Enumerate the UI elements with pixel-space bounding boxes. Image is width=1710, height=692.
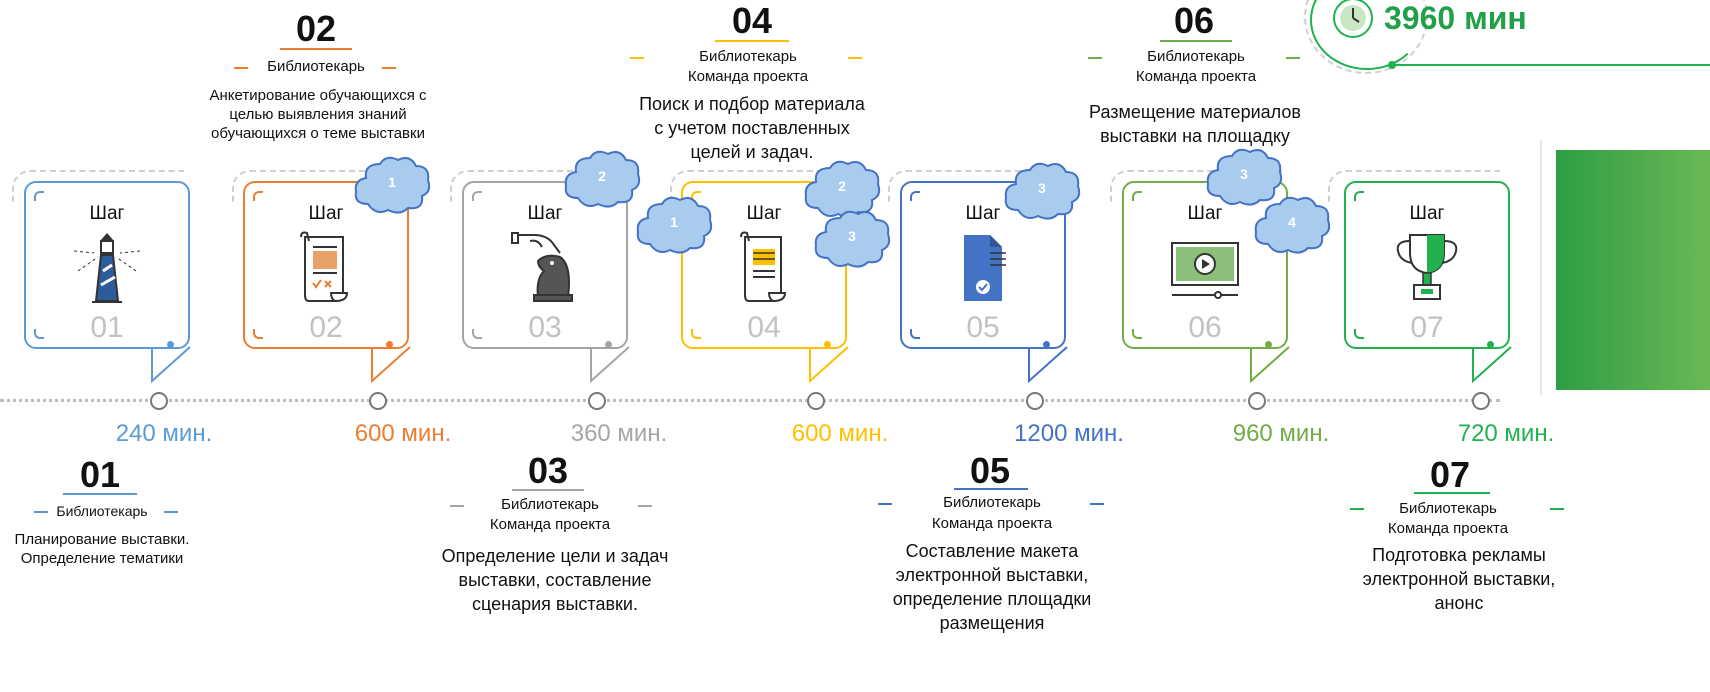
timeline-line <box>0 399 1500 402</box>
card-bg-frame-03 <box>450 170 622 202</box>
step-heading-05: 05 <box>969 450 1011 491</box>
step-card-01: Шаг 01 <box>24 181 190 349</box>
step-role-06b: Команда проекта <box>1135 68 1257 85</box>
total-duration: 3960 мин <box>1384 0 1527 36</box>
cloud-badge-3b: 3 <box>1002 158 1082 222</box>
video-player-icon <box>1168 231 1242 305</box>
step-role-07a: Библиотекарь <box>1399 500 1497 517</box>
step-heading-07: 07 <box>1429 454 1471 495</box>
chess-knight-hand-icon <box>508 231 582 305</box>
step-role-03a: Библиотекарь <box>501 496 599 513</box>
card-bg-frame-05 <box>888 170 1060 202</box>
step-role-05b: Команда проекта <box>931 515 1053 532</box>
step-label: Шаг <box>89 203 125 224</box>
step-number: 01 <box>90 311 124 344</box>
step-number: 07 <box>1410 311 1444 344</box>
timeline-marker-07 <box>1472 392 1490 410</box>
step-heading-02: 02 <box>295 8 337 49</box>
step-tail-06 <box>1250 346 1290 384</box>
step-tail-01 <box>151 346 191 384</box>
cloud-badge-2b: 2 <box>802 156 882 220</box>
step-role-01: Библиотекарь <box>56 503 148 519</box>
step-label: Шаг <box>1409 203 1445 224</box>
timeline-marker-04 <box>807 392 825 410</box>
timeline-marker-06 <box>1248 392 1266 410</box>
step-description-05: Составление макета электронной выставки,… <box>892 541 1092 633</box>
timeline-marker-02 <box>369 392 387 410</box>
step-role-04a: Библиотекарь <box>699 48 797 65</box>
step-role-07b: Команда проекта <box>1387 520 1509 537</box>
step-heading-06: 06 <box>1173 0 1215 41</box>
step-description-06: Размещение материалов выставки на площад… <box>1089 102 1301 146</box>
step-tail-07 <box>1472 346 1512 384</box>
step-tail-04 <box>809 346 849 384</box>
step-tail-02 <box>371 346 411 384</box>
step-tail-05 <box>1028 346 1068 384</box>
approved-document-icon <box>946 231 1020 305</box>
cloud-badge-3c: 3 <box>1204 144 1284 208</box>
card-bg-frame-01 <box>12 170 184 202</box>
clock-icon <box>1330 0 1376 40</box>
total-underline-dot <box>1388 61 1396 69</box>
step-description-03: Определение цели и задач выставки, соста… <box>441 546 669 614</box>
step-card-03: Шаг 03 <box>462 181 628 349</box>
step-label: Шаг <box>746 203 782 224</box>
step-number: 02 <box>309 311 343 344</box>
document-list-icon <box>727 231 801 305</box>
card-bg-frame-07 <box>1328 170 1500 202</box>
step-description-01: Планирование выставки. Определение темат… <box>14 531 190 567</box>
step-role-06a: Библиотекарь <box>1147 48 1245 65</box>
cloud-badge-4: 4 <box>1252 192 1332 256</box>
duration-07: 720 мин. <box>1457 420 1555 447</box>
timeline-marker-01 <box>150 392 168 410</box>
step-role-02: Библиотекарь <box>267 58 365 75</box>
step-description-04: Поиск и подбор материала с учетом постав… <box>639 94 865 162</box>
total-underline <box>1392 64 1710 66</box>
step-role-05a: Библиотекарь <box>943 494 1041 511</box>
timeline-marker-03 <box>588 392 606 410</box>
cloud-badge-1: 1 <box>352 152 432 216</box>
duration-01: 240 мин. <box>115 420 213 447</box>
step-label: Шаг <box>965 203 1001 224</box>
card-bg-frame-04 <box>670 170 842 202</box>
cloud-badge-3: 3 <box>812 206 892 270</box>
duration-03: 360 мин. <box>570 420 668 447</box>
step-number: 06 <box>1188 311 1222 344</box>
side-panel <box>1556 150 1710 390</box>
step-label: Шаг <box>527 203 563 224</box>
step-tail-03 <box>590 346 630 384</box>
side-panel-frame <box>1540 140 1562 395</box>
lighthouse-icon <box>70 231 144 305</box>
step-heading-01: 01 <box>79 454 121 495</box>
step-role-04b: Команда проекта <box>687 68 809 85</box>
step-number: 04 <box>747 311 781 344</box>
step-number: 05 <box>966 311 1000 344</box>
card-bg-frame-06 <box>1110 170 1282 202</box>
duration-04: 600 мин. <box>791 420 889 447</box>
duration-02: 600 мин. <box>354 420 452 447</box>
step-card-07: Шаг 07 <box>1344 181 1510 349</box>
step-heading-03: 03 <box>527 450 569 491</box>
document-checklist-icon <box>289 231 363 305</box>
cloud-badge-1b: 1 <box>634 192 714 256</box>
card-bg-frame-02 <box>232 170 404 202</box>
step-description-02: Анкетирование обучающихся с целью выявле… <box>209 87 427 142</box>
step-label: Шаг <box>1187 203 1223 224</box>
trophy-icon <box>1390 231 1464 305</box>
duration-06: 960 мин. <box>1232 420 1330 447</box>
step-description-07: Подготовка рекламы электронной выставки,… <box>1362 545 1556 613</box>
step-card-06: Шаг 06 <box>1122 181 1288 349</box>
step-heading-04: 04 <box>731 0 773 41</box>
step-number: 03 <box>528 311 562 344</box>
duration-05: 1200 мин. <box>1014 420 1124 447</box>
cloud-badge-2: 2 <box>562 146 642 210</box>
step-role-03b: Команда проекта <box>489 516 611 533</box>
timeline-marker-05 <box>1026 392 1044 410</box>
step-label: Шаг <box>308 203 344 224</box>
